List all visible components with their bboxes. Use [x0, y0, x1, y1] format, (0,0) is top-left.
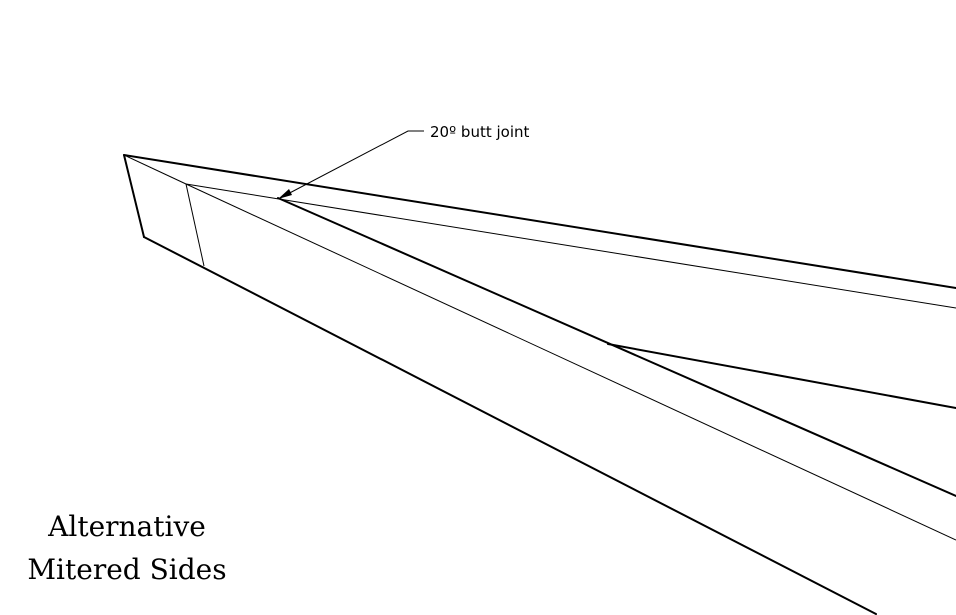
caption-line-2: Mitered Sides: [27, 553, 227, 586]
second-board-top-edge: [607, 343, 956, 409]
board-end-left-edge: [123, 154, 145, 238]
callout-arrowhead: [278, 189, 292, 199]
callout-leader-line: [281, 130, 424, 198]
board-inner-top-edge: [185, 183, 956, 309]
miter-joint-edge: [277, 197, 956, 497]
caption-line-1: Alternative: [48, 510, 206, 543]
board-end-inner-edge: [185, 183, 205, 267]
callout-label: 20º butt joint: [430, 123, 530, 141]
diagram-caption: Alternative Mitered Sides: [22, 505, 232, 591]
board-top-edge: [123, 154, 956, 289]
board-face-line: [185, 183, 956, 541]
board-bottom-edge: [143, 236, 877, 615]
miter-face-diagonal: [123, 154, 187, 185]
